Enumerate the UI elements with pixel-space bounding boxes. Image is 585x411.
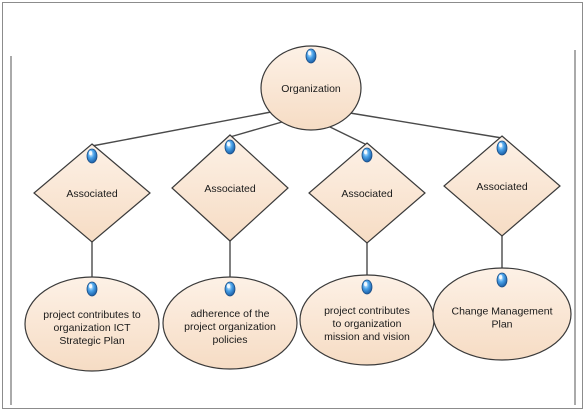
blue-orb-icon [496,140,508,156]
target-node-label-line: project organization [184,321,276,333]
orb-highlight [307,50,312,56]
blue-orb-icon [86,281,98,297]
associated-node-2[interactable]: Associated [171,134,289,242]
orb-highlight [498,142,503,148]
associated-node-label: Associated [66,188,118,200]
orb-body [361,147,373,163]
orb-highlight [226,141,231,147]
root-node-organization[interactable]: Organization [260,45,362,131]
target-node-label-line: to organization [333,318,402,330]
orb-body [224,139,236,155]
target-node-shape [162,276,298,370]
orb-highlight [226,283,231,289]
associated-node-label: Associated [204,183,256,195]
orb-highlight [363,149,368,155]
target-node-label-line: project contributes to [43,309,141,321]
target-node-shape [432,267,572,361]
orb-highlight [88,283,93,289]
orb-body [496,272,508,288]
target-node-label-line: Change Management [452,306,553,318]
associated-node-4[interactable]: Associated [443,135,561,237]
associated-node-shape [171,134,289,242]
target-node-label-line: Plan [491,319,512,331]
blue-orb-icon [361,147,373,163]
orb-highlight [88,150,93,156]
orb-body [86,281,98,297]
target-node-label-line: Strategic Plan [59,335,125,347]
blue-orb-icon [305,48,317,64]
edge-root-to-associated-1 [91,111,272,147]
associated-node-3[interactable]: Associated [308,142,426,244]
edge-root-to-associated-2 [229,121,283,138]
orb-highlight [363,281,368,287]
associated-node-shape [33,143,151,243]
orb-highlight [498,274,503,280]
root-node-label: Organization [281,83,341,95]
target-node-shape [24,276,160,372]
target-node-label-line: mission and vision [324,331,410,343]
orb-body [361,279,373,295]
associated-node-label: Associated [476,181,528,193]
blue-orb-icon [86,148,98,164]
associated-node-label: Associated [341,188,393,200]
blue-orb-icon [224,139,236,155]
root-node-shape [260,45,362,131]
target-node-label-line: policies [212,334,247,346]
edge-root-to-associated-3 [329,126,368,146]
orb-body [86,148,98,164]
associated-node-1[interactable]: Associated [33,143,151,243]
target-node-label-line: organization ICT [53,322,131,334]
associated-node-shape [443,135,561,237]
orb-body [305,48,317,64]
edge-root-to-associated-4 [349,112,503,139]
orb-body [496,140,508,156]
blue-orb-icon [224,281,236,297]
orb-body [224,281,236,297]
target-node-label-line: project contributes [324,305,410,317]
blue-orb-icon [361,279,373,295]
target-node-label-line: adherence of the [191,308,270,320]
blue-orb-icon [496,272,508,288]
associated-node-shape [308,142,426,244]
